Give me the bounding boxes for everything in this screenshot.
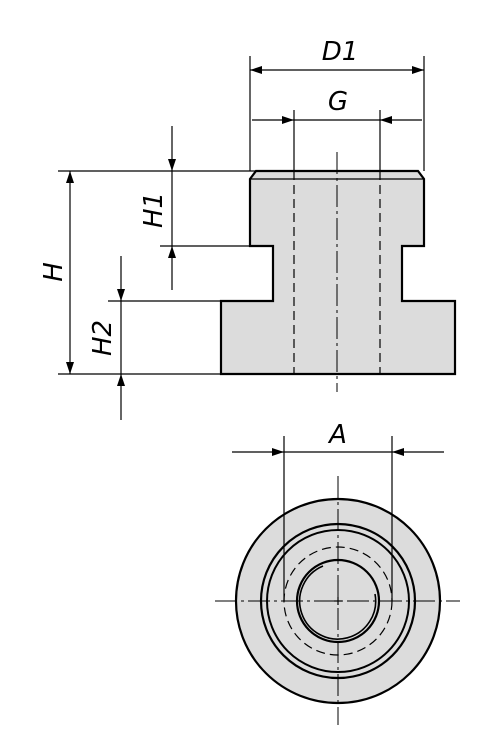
label-d1: D1 (322, 37, 359, 67)
dimension-h2: H2 (88, 256, 221, 420)
top-view (215, 476, 460, 725)
label-h2: H2 (88, 320, 118, 356)
thread-arc (298, 565, 377, 640)
label-g: G (328, 87, 348, 117)
dimension-a: A (232, 420, 444, 601)
label-h: H (39, 262, 69, 282)
part-body (219, 169, 457, 376)
label-h1: H1 (139, 192, 169, 228)
dimension-d1: D1 (249, 37, 425, 171)
side-view (219, 152, 457, 392)
dimension-h: H (39, 170, 256, 375)
dimension-g: G (252, 87, 422, 171)
label-a: A (327, 420, 347, 450)
dimension-h1: H1 (139, 126, 250, 290)
